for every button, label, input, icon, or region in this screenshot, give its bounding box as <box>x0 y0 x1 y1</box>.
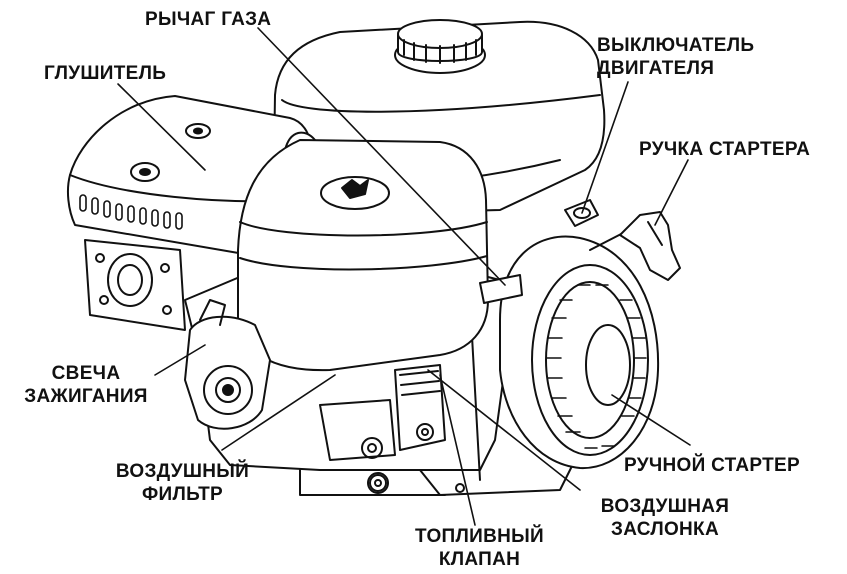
engine-switch-text-line2: ДВИГАТЕЛЯ <box>597 58 715 79</box>
label-spark-plug: СВЕЧА ЗАЖИГАНИЯ <box>22 362 150 408</box>
recoil-starter-text: РУЧНОЙ СТАРТЕР <box>624 455 800 476</box>
leader-engine-switch <box>581 81 629 214</box>
air-filter <box>237 139 489 372</box>
choke-text-line1: ВОЗДУШНАЯ <box>600 496 730 517</box>
throttle-lever-text: РЫЧАГ ГАЗА <box>145 9 272 30</box>
leader-choke <box>427 369 581 491</box>
muffler <box>66 95 316 331</box>
air-filter-text-line1: ВОЗДУШНЫЙ <box>115 461 250 482</box>
leader-air-filter <box>221 374 336 451</box>
carburetor <box>319 364 446 492</box>
spark-plug-text-line1: СВЕЧА <box>51 363 121 384</box>
leader-recoil-starter <box>611 394 691 446</box>
fuel-valve-text-line2: КЛАПАН <box>438 549 521 570</box>
leader-throttle-lever <box>257 27 506 286</box>
label-muffler: ГЛУШИТЕЛЬ <box>44 62 166 85</box>
fuel-valve-text-line1: ТОПЛИВНЫЙ <box>415 526 544 547</box>
starter-grip-text: РУЧКА СТАРТЕРА <box>639 139 811 160</box>
leader-fuel-valve <box>439 374 476 526</box>
label-fuel-valve: ТОПЛИВНЫЙ КЛАПАН <box>402 525 557 571</box>
leader-starter-grip <box>654 159 689 226</box>
label-starter-grip: РУЧКА СТАРТЕРА <box>639 138 810 161</box>
label-air-filter: ВОЗДУШНЫЙ ФИЛЬТР <box>110 460 255 506</box>
label-throttle-lever: РЫЧАГ ГАЗА <box>145 8 271 31</box>
throttle-lever <box>479 274 523 304</box>
leader-muffler <box>117 83 206 171</box>
label-recoil-starter: РУЧНОЙ СТАРТЕР <box>624 454 800 477</box>
starter-grip <box>589 211 681 281</box>
fuel-cap <box>394 19 486 74</box>
leader-lines <box>117 27 691 526</box>
spark-plug <box>184 299 271 430</box>
recoil-starter <box>499 235 660 470</box>
spark-plug-text-line2: ЗАЖИГАНИЯ <box>24 386 148 407</box>
engine-switch-text-line1: ВЫКЛЮЧАТЕЛЬ <box>597 35 755 56</box>
label-engine-switch: ВЫКЛЮЧАТЕЛЬ ДВИГАТЕЛЯ <box>597 34 754 80</box>
muffler-text: ГЛУШИТЕЛЬ <box>44 63 167 84</box>
choke-text-line2: ЗАСЛОНКА <box>611 519 719 540</box>
air-filter-text-line2: ФИЛЬТР <box>141 484 224 505</box>
label-choke: ВОЗДУШНАЯ ЗАСЛОНКА <box>585 495 745 541</box>
leader-spark-plug <box>154 344 206 376</box>
